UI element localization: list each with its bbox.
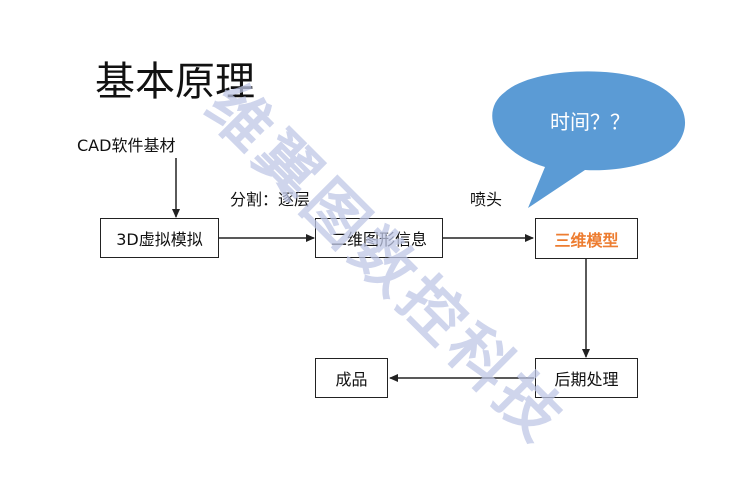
node-3d-model: 三维模型 [535, 218, 638, 259]
node-post-process: 后期处理 [535, 358, 638, 398]
node-virtual-model: 3D虚拟模拟 [100, 218, 219, 258]
edge-label-slice: 分割：逐层 [230, 190, 311, 209]
speech-bubble-shape [492, 71, 686, 208]
node-graphic-info: 二维图形信息 [315, 218, 443, 258]
speech-bubble-text: 时间？？ [550, 110, 630, 134]
source-label: CAD软件基材 [77, 136, 176, 155]
node-product: 成品 [315, 358, 388, 398]
edge-label-nozzle: 喷头 [470, 190, 503, 209]
page-title: 基本原理 [95, 59, 255, 105]
